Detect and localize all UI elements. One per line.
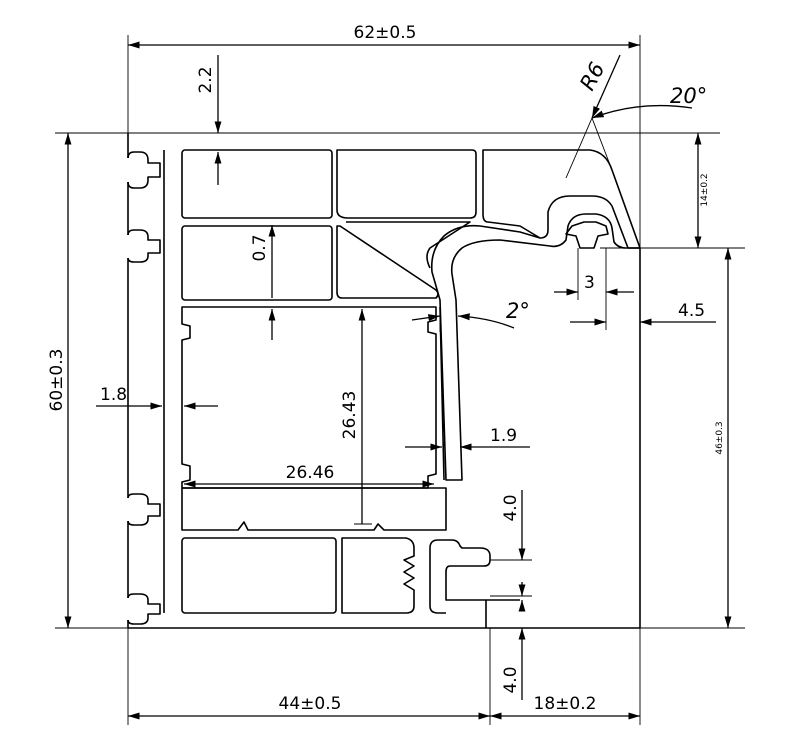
dim-radius-angle: R6 20°	[565, 54, 707, 179]
dim-label-inner-wall: 0.7	[250, 234, 270, 261]
dim-label-right-upper-height: 14±0.2	[700, 173, 710, 206]
dim-label-angle-large: 20°	[670, 84, 707, 108]
dim-overall-width: 62±0.5	[127, 23, 641, 248]
dim-label-lower-step-b: 4.0	[501, 666, 521, 693]
dim-label-clip-width: 3	[584, 273, 595, 293]
dim-right-upper-height: 14±0.2	[694, 133, 710, 248]
dim-overall-height: 60±0.3	[47, 132, 128, 629]
dim-label-angle-small: 2°	[506, 299, 530, 323]
dim-label-chamber-height: 26.43	[340, 391, 360, 440]
dim-clip-width: 3	[554, 248, 634, 330]
dim-chamber-width: 26.46	[184, 463, 434, 488]
dim-label-bottom-right-width: 18±0.2	[534, 694, 597, 714]
dim-label-right-lower-height: 46±0.3	[715, 421, 725, 454]
dim-label-chamber-width: 26.46	[286, 463, 335, 483]
dim-label-left-wall: 1.8	[100, 385, 127, 405]
dim-mullion-wall: 1.9	[405, 426, 530, 451]
dim-label-mullion-wall: 1.9	[490, 426, 517, 446]
dim-label-overall-width: 62±0.5	[354, 23, 417, 43]
dim-inner-wall: 0.7	[250, 225, 276, 340]
profile-outline	[127, 133, 641, 629]
dim-right-lower-height: 46±0.3	[715, 248, 732, 628]
dim-label-bottom-left-width: 44±0.5	[279, 694, 342, 714]
dim-label-lower-step-a: 4.0	[501, 494, 521, 521]
dim-bottom-widths: 44±0.5 18±0.2	[127, 628, 641, 725]
dim-label-overall-height: 60±0.3	[47, 349, 67, 412]
dim-label-clip-offset: 4.5	[678, 301, 705, 321]
dim-chamber-height: 26.43	[340, 309, 372, 525]
dim-angle-small: 2°	[411, 299, 530, 332]
dim-lower-step-b: 4.0	[501, 600, 526, 700]
dim-clip-offset: 4.5	[570, 301, 716, 326]
dim-top-wall: 2.2	[196, 55, 222, 185]
dim-lower-step-a: 4.0	[490, 490, 532, 597]
dim-left-wall: 1.8	[96, 385, 218, 410]
dim-label-top-wall: 2.2	[196, 66, 216, 93]
